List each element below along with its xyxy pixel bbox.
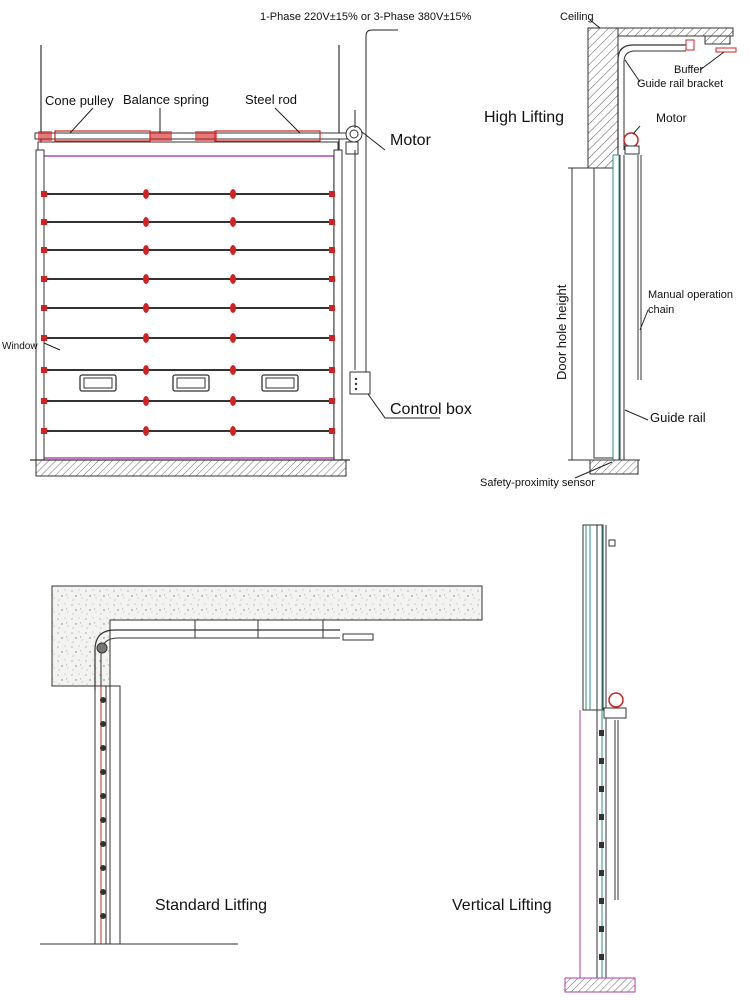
high-lifting-view: High Lifting Ceiling Buffer Guide rail b… — [480, 11, 737, 489]
power-supply-label: 1-Phase 220V±15% or 3-Phase 380V±15% — [260, 11, 472, 23]
front-ground — [35, 459, 347, 477]
balance-spring-label: Balance spring — [123, 92, 209, 107]
door-hole-height-label: Door hole height — [554, 284, 569, 380]
ceiling-label: Ceiling — [560, 11, 594, 23]
standard-drum — [96, 642, 108, 654]
high-lifting-title: High Lifting — [484, 109, 564, 126]
control-box — [349, 371, 371, 395]
guide-rail-label: Guide rail — [650, 410, 706, 425]
standard-ceiling-slab — [51, 585, 483, 687]
door-panel-lines — [41, 189, 335, 436]
control-box-label: Control box — [390, 401, 472, 418]
vertical-lifting-view: Vertical Lifting — [452, 524, 636, 993]
vertical-motor — [608, 692, 624, 708]
front-motor — [345, 125, 363, 143]
manual-chain-label-1: Manual operation — [648, 289, 733, 301]
vertical-rollers — [599, 730, 604, 960]
wall-lintel — [587, 27, 619, 169]
standard-lifting-view: Standard Litfing — [40, 585, 483, 945]
manual-chain-label-2: chain — [648, 304, 674, 316]
motor-label: Motor — [390, 132, 432, 149]
steel-rod-label: Steel rod — [245, 92, 297, 107]
buffer-label: Buffer — [674, 64, 703, 76]
safety-sensor-label: Safety-proximity sensor — [480, 477, 595, 489]
standard-rollers — [100, 697, 106, 919]
window-label: Window — [2, 341, 38, 352]
high-guide-rail — [612, 154, 620, 461]
front-view: 1-Phase 220V±15% or 3-Phase 380V±15% Con… — [2, 11, 472, 477]
high-motor-label: Motor — [656, 111, 687, 125]
vertical-lifting-title: Vertical Lifting — [452, 897, 552, 914]
high-motor — [623, 132, 639, 148]
standard-lifting-title: Standard Litfing — [155, 897, 267, 914]
guide-rail-bracket-label: Guide rail bracket — [637, 78, 723, 90]
cone-pulley-label: Cone pulley — [45, 93, 114, 108]
windows — [79, 374, 299, 392]
steel-rod-shaft — [34, 132, 348, 140]
